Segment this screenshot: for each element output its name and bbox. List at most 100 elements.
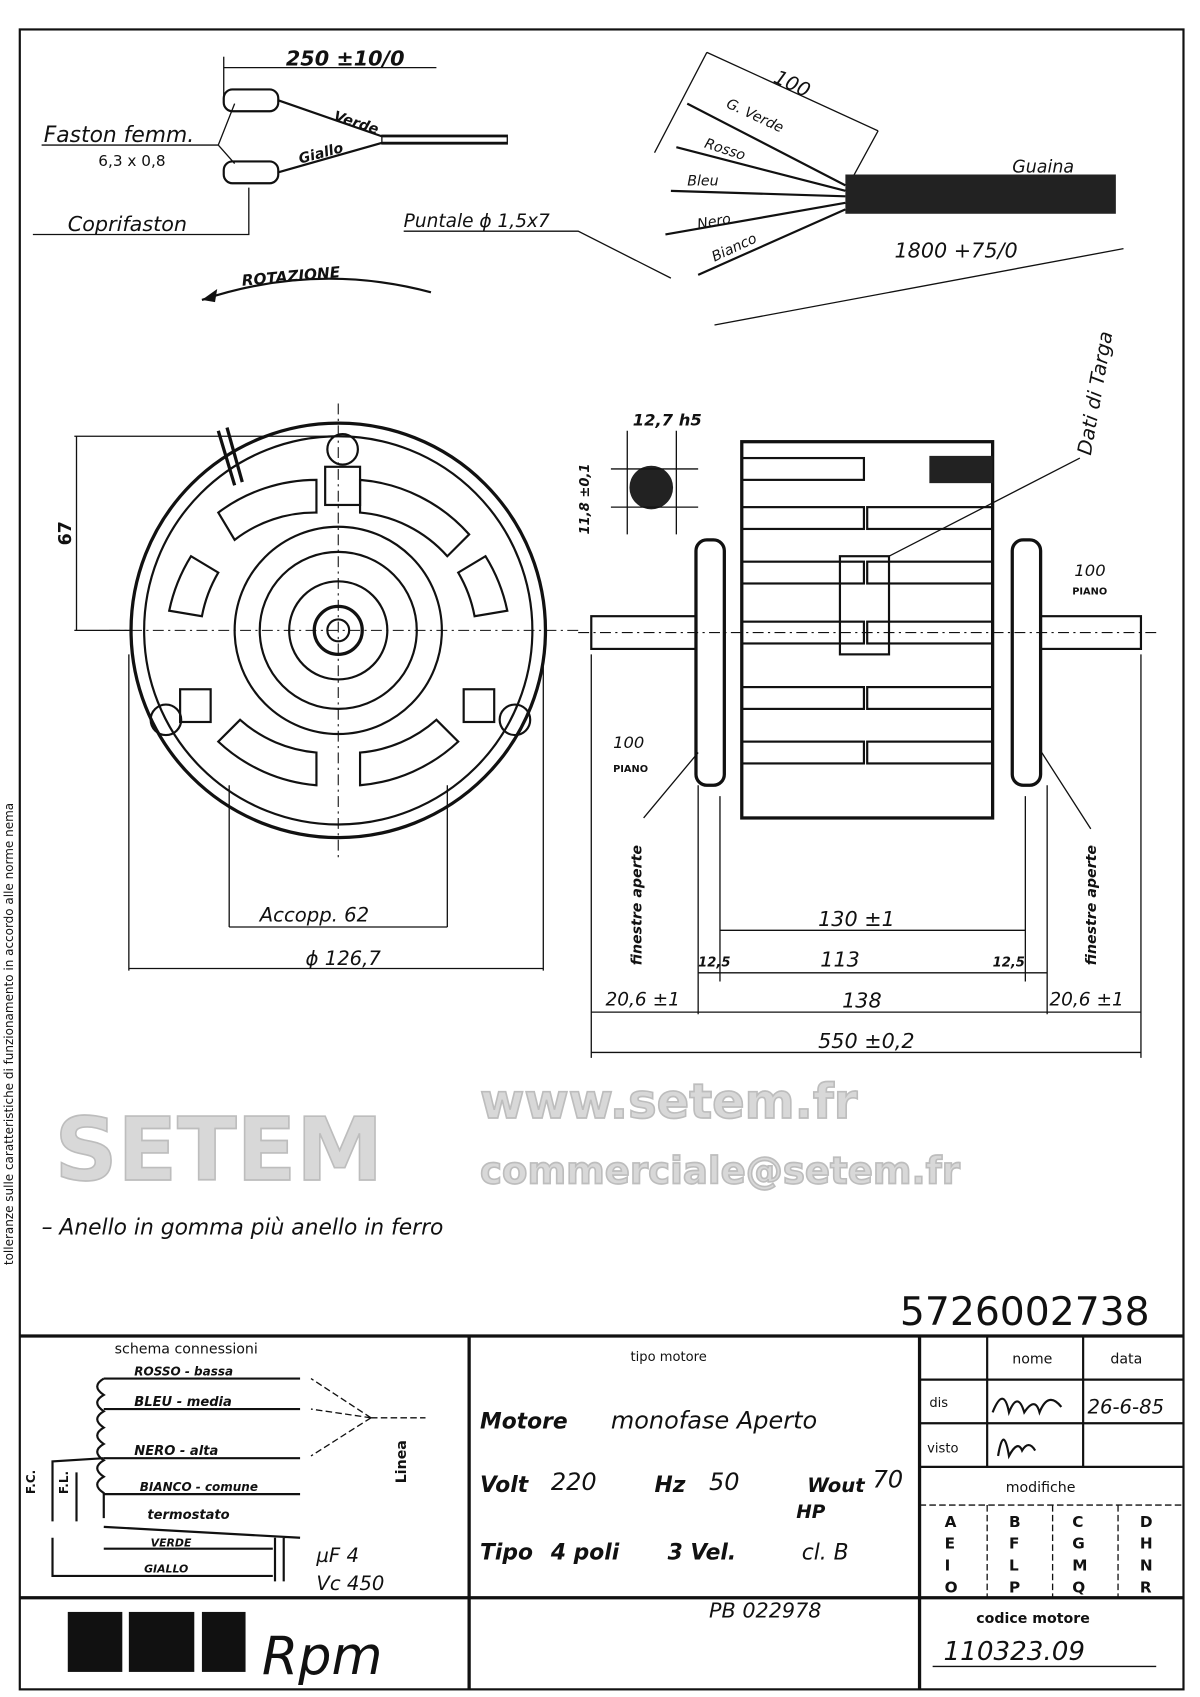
watermark: SETEM www.setem.fr commerciale@setem.fr	[54, 1073, 962, 1202]
tipo-label: Tipo	[480, 1541, 533, 1566]
signature-visto	[996, 1438, 1037, 1460]
dim-138: 138	[842, 989, 882, 1013]
schema-title: schema connessioni	[115, 1341, 258, 1357]
watermark-brand: SETEM	[55, 1099, 383, 1201]
dim-12-5-left: 12,5	[698, 955, 730, 970]
side-view: 12,7 h5 11,8 ±0,1 100 PIANO Dati di Targ…	[578, 329, 1157, 1058]
faston-size: 6,3 x 0,8	[98, 152, 165, 170]
front-view: 67 100 PIANO Accopp. 62 ϕ 126,7	[56, 403, 648, 971]
rev-n: N	[1140, 1556, 1153, 1574]
rev-h: H	[1140, 1535, 1153, 1553]
dim-67: 67	[56, 521, 76, 545]
side-flat: 100	[1074, 561, 1105, 580]
motor-type: monofase Aperto	[611, 1407, 817, 1435]
watermark-email: commerciale@setem.fr	[480, 1149, 961, 1192]
visto-label: visto	[927, 1442, 958, 1457]
schema-termostato: termostato	[147, 1508, 229, 1523]
hz-value: 50	[709, 1468, 740, 1496]
hp-label: HP	[796, 1502, 826, 1523]
schema-fl: F.L.	[57, 1471, 71, 1494]
cable-100: 100	[770, 65, 814, 102]
rev-l: L	[1009, 1556, 1019, 1574]
capacitor-uf: µF 4	[315, 1544, 359, 1567]
poles: 4 poli	[550, 1541, 620, 1566]
logo-rpm: Rpm	[262, 1626, 383, 1687]
volt-value: 220	[551, 1468, 597, 1496]
wire-label-giallo: Giallo	[297, 140, 345, 167]
front-flat-label: PIANO	[613, 764, 648, 775]
cable-detail: 100 G. Verde Rosso Bleu Nero Bianco Guai…	[404, 51, 1124, 326]
schema-linea: Linea	[394, 1440, 410, 1483]
dim-20-6-left: 20,6 ±1	[605, 990, 679, 1011]
pb-number: PB 022978	[709, 1598, 821, 1622]
data-header: data	[1110, 1351, 1142, 1367]
title-block: schema connessioni ROSSO - bassa BLEU - …	[19, 1334, 1184, 1690]
shaft-diameter: 12,7 h5	[633, 410, 702, 429]
rev-d: D	[1140, 1513, 1153, 1531]
cable-sheath	[845, 174, 1116, 214]
side-flat-label: PIANO	[1072, 586, 1107, 597]
schema-verde: VERDE	[151, 1536, 192, 1549]
rev-o: O	[945, 1578, 958, 1596]
rev-a: A	[945, 1513, 957, 1531]
motor-code: 110323.09	[944, 1637, 1085, 1667]
rev-c: C	[1072, 1513, 1083, 1531]
nome-header: nome	[1012, 1351, 1052, 1367]
volt-label: Volt	[480, 1473, 530, 1498]
lead-length: 250 ±10/0	[286, 46, 405, 70]
windows-right: finestre aperte	[1084, 845, 1100, 966]
nameplate-label: Dati di Targa	[1073, 329, 1117, 456]
diameter-dim: ϕ 126,7	[306, 947, 382, 970]
rev-q: Q	[1072, 1578, 1085, 1596]
tip-label: Puntale ϕ 1,5x7	[404, 211, 550, 232]
dim-130: 130 ±1	[818, 907, 895, 931]
dim-total: 550 ±0,2	[818, 1029, 914, 1053]
faston-lead-detail: 250 ±10/0 Verde Giallo Faston femm. 6,3 …	[32, 46, 508, 303]
wire-bianco: Bianco	[709, 231, 759, 266]
schema-fc: F.C.	[24, 1470, 38, 1494]
schema-rosso: ROSSO - bassa	[134, 1364, 233, 1378]
signature-dis	[991, 1397, 1063, 1417]
rev-e: E	[945, 1535, 955, 1553]
dim-20-6-right: 20,6 ±1	[1049, 990, 1123, 1011]
wire-bleu: Bleu	[687, 173, 718, 189]
rev-m: M	[1072, 1556, 1087, 1574]
dim-113: 113	[820, 947, 860, 971]
coupling-dim: Accopp. 62	[258, 904, 369, 927]
wire-nero: Nero	[696, 211, 732, 233]
shaft-flat-dim: 11,8 ±0,1	[578, 463, 593, 534]
faston-label: Faston femm.	[44, 123, 194, 148]
rev-i: I	[945, 1556, 951, 1574]
coprifaston-label: Coprifaston	[68, 212, 187, 236]
rev-b: B	[1009, 1513, 1021, 1531]
rev-g: G	[1072, 1535, 1085, 1553]
sheath-label: Guaina	[1012, 157, 1074, 177]
motor-type-bold: Motore	[480, 1410, 568, 1435]
dim-12-5-right: 12,5	[993, 955, 1025, 970]
ring-note: – Anello in gomma più anello in ferro	[42, 1216, 444, 1241]
hz-label: Hz	[655, 1473, 686, 1498]
schema-bleu: BLEU - media	[134, 1395, 232, 1410]
nameplate	[838, 555, 891, 656]
schema-giallo: GIALLO	[144, 1563, 188, 1576]
watermark-url: www.setem.fr	[480, 1074, 858, 1130]
rev-p: P	[1009, 1578, 1020, 1596]
drawing-date: 26-6-85	[1088, 1395, 1165, 1418]
capacitor-vc: Vc 450	[316, 1572, 384, 1595]
wire-label-verde: Verde	[332, 109, 381, 139]
front-flat: 100	[613, 733, 644, 752]
wout-label: Wout	[807, 1474, 865, 1497]
rev-r: R	[1140, 1578, 1152, 1596]
wout-value: 70	[873, 1466, 904, 1494]
revision-letters: A B C D E F G H I L M N O P Q R	[945, 1513, 1153, 1596]
rev-f: F	[1009, 1535, 1019, 1553]
schema-nero: NERO - alta	[134, 1444, 218, 1459]
rotation-label: ROTAZIONE	[241, 263, 341, 290]
cable-length: 1800 +75/0	[894, 238, 1017, 262]
drawing-frame	[18, 28, 1185, 1691]
part-number: 5726002738	[900, 1290, 1150, 1335]
side-note: tolleranze sulle caratteristiche di funz…	[2, 803, 16, 1265]
schema-bianco: BIANCO - comune	[140, 1480, 258, 1494]
wire-g-verde: G. Verde	[724, 96, 786, 136]
